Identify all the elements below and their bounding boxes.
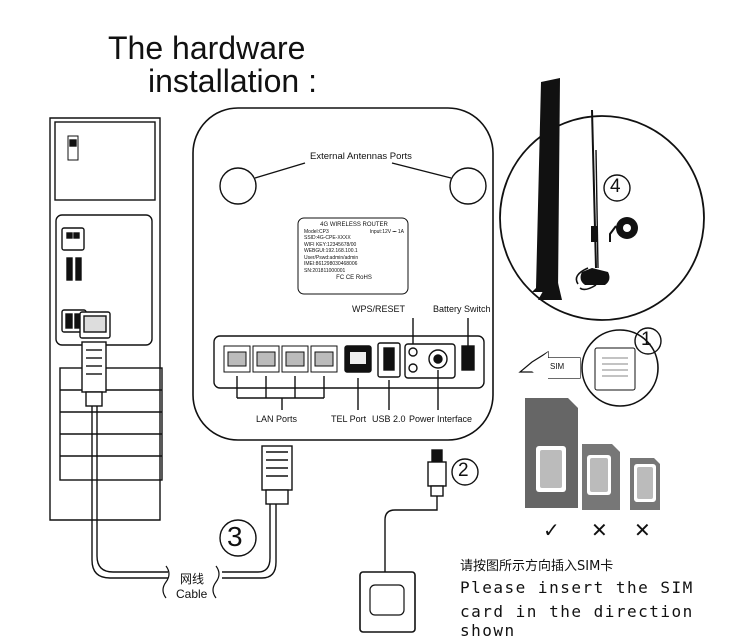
step-3-circle [219, 519, 257, 557]
sticker-user: User/Pswd:admin/admin [304, 254, 359, 261]
sim-section [518, 329, 660, 510]
cable-label-en: Cable [176, 587, 208, 601]
sticker-ssid: SSID:4G-CPE-XXXX [304, 235, 351, 241]
sticker-sn: SN:201811000001 [304, 267, 346, 274]
wps-label: WPS/RESET [352, 304, 406, 314]
sticker-input: Input:12V ⎓ 1A [369, 228, 404, 235]
step-4-number: 4 [610, 176, 621, 197]
battery-switch-label: Battery Switch [433, 304, 491, 314]
title-line-2: installation : [148, 63, 317, 99]
battery-switch [461, 345, 475, 371]
computer-tower [49, 117, 163, 521]
sim-check-icon: ✓ [543, 520, 560, 542]
sim-arrow-label: SIM [550, 362, 565, 371]
network-cable [91, 406, 293, 599]
instruction-en-line-2: card in the direction shown [460, 602, 694, 640]
usb-label: USB 2.0 [372, 414, 406, 424]
sticker-wifikey: WIFI KEY:12345678/00 [304, 241, 357, 248]
sim-cross-icon-1: ✕ [591, 520, 608, 542]
lan-ports-label: LAN Ports [256, 414, 298, 424]
sticker-title: 4G WIRELESS ROUTER [320, 222, 388, 228]
lan-ports [223, 345, 338, 373]
sticker-imei: IMEI:861298030468006 [304, 261, 358, 267]
instruction-en-line-1: Please insert the SIM [460, 578, 694, 597]
step-3-number: 3 [227, 521, 243, 552]
step-1-circle [634, 327, 662, 355]
step-1-number: 1 [641, 329, 652, 350]
sticker-webgui: WEBGUI:192.168.100.1 [304, 248, 358, 254]
antenna-ports-label: External Antennas Ports [310, 151, 412, 162]
sticker-marks: FC CE RoHS [336, 275, 372, 281]
antenna-circle [499, 78, 705, 321]
power-interface-label: Power Interface [409, 414, 473, 424]
title-line-1: The hardware [108, 30, 306, 66]
sticker-model-row: Model:CP3 Input:12V ⎓ 1A [304, 229, 404, 236]
router-sticker: 4G WIRELESS ROUTER Model:CP3 Input:12V ⎓… [304, 222, 404, 282]
cable-label-cn: 网线 [180, 572, 205, 586]
instruction-cn: 请按图所示方向插入SIM卡 [460, 559, 614, 574]
power-adapter [359, 449, 447, 633]
step-4-circle [603, 174, 631, 202]
step-2-circle [451, 458, 479, 486]
step-2-number: 2 [458, 460, 469, 481]
tel-port-label: TEL Port [331, 414, 367, 424]
router-body [192, 107, 494, 441]
sticker-model: Model:CP3 [304, 228, 329, 235]
sim-cross-icon-2: ✕ [634, 520, 651, 542]
